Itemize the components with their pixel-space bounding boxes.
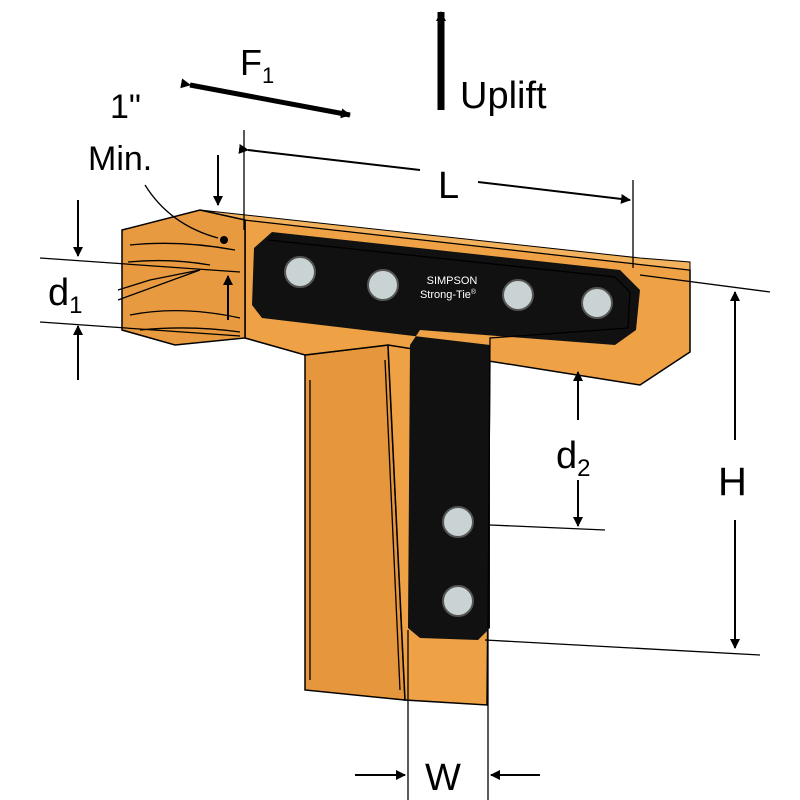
bolts [284,256,613,617]
width-label: W [425,757,461,799]
beam-end-grain [121,209,246,346]
bolt-icon [284,256,316,288]
logo-line1: SIMPSON [427,275,478,287]
bolt-icon [502,279,534,311]
min-leader [144,184,219,239]
logo-line2: Strong-Tie® [420,288,477,301]
bolt-icon [367,269,399,301]
d2-label: d2 [556,435,591,482]
height-label: H [718,460,747,504]
plate-highlight [267,239,631,629]
length-dim-left [238,143,421,171]
min-label: Min. [88,140,152,178]
d1-label: d1 [48,272,83,319]
bolt-icon [442,585,474,617]
min-edge-dot [220,236,228,244]
force-f1-arrow [180,78,351,119]
uplift-label: Uplift [460,75,547,117]
length-dim-right [477,181,631,204]
force-f1-label: F1 [240,42,274,88]
length-label: L [438,165,459,207]
min-value-label: 1" [110,88,141,126]
bolt-icon [442,506,474,538]
bolt-icon [581,287,613,319]
